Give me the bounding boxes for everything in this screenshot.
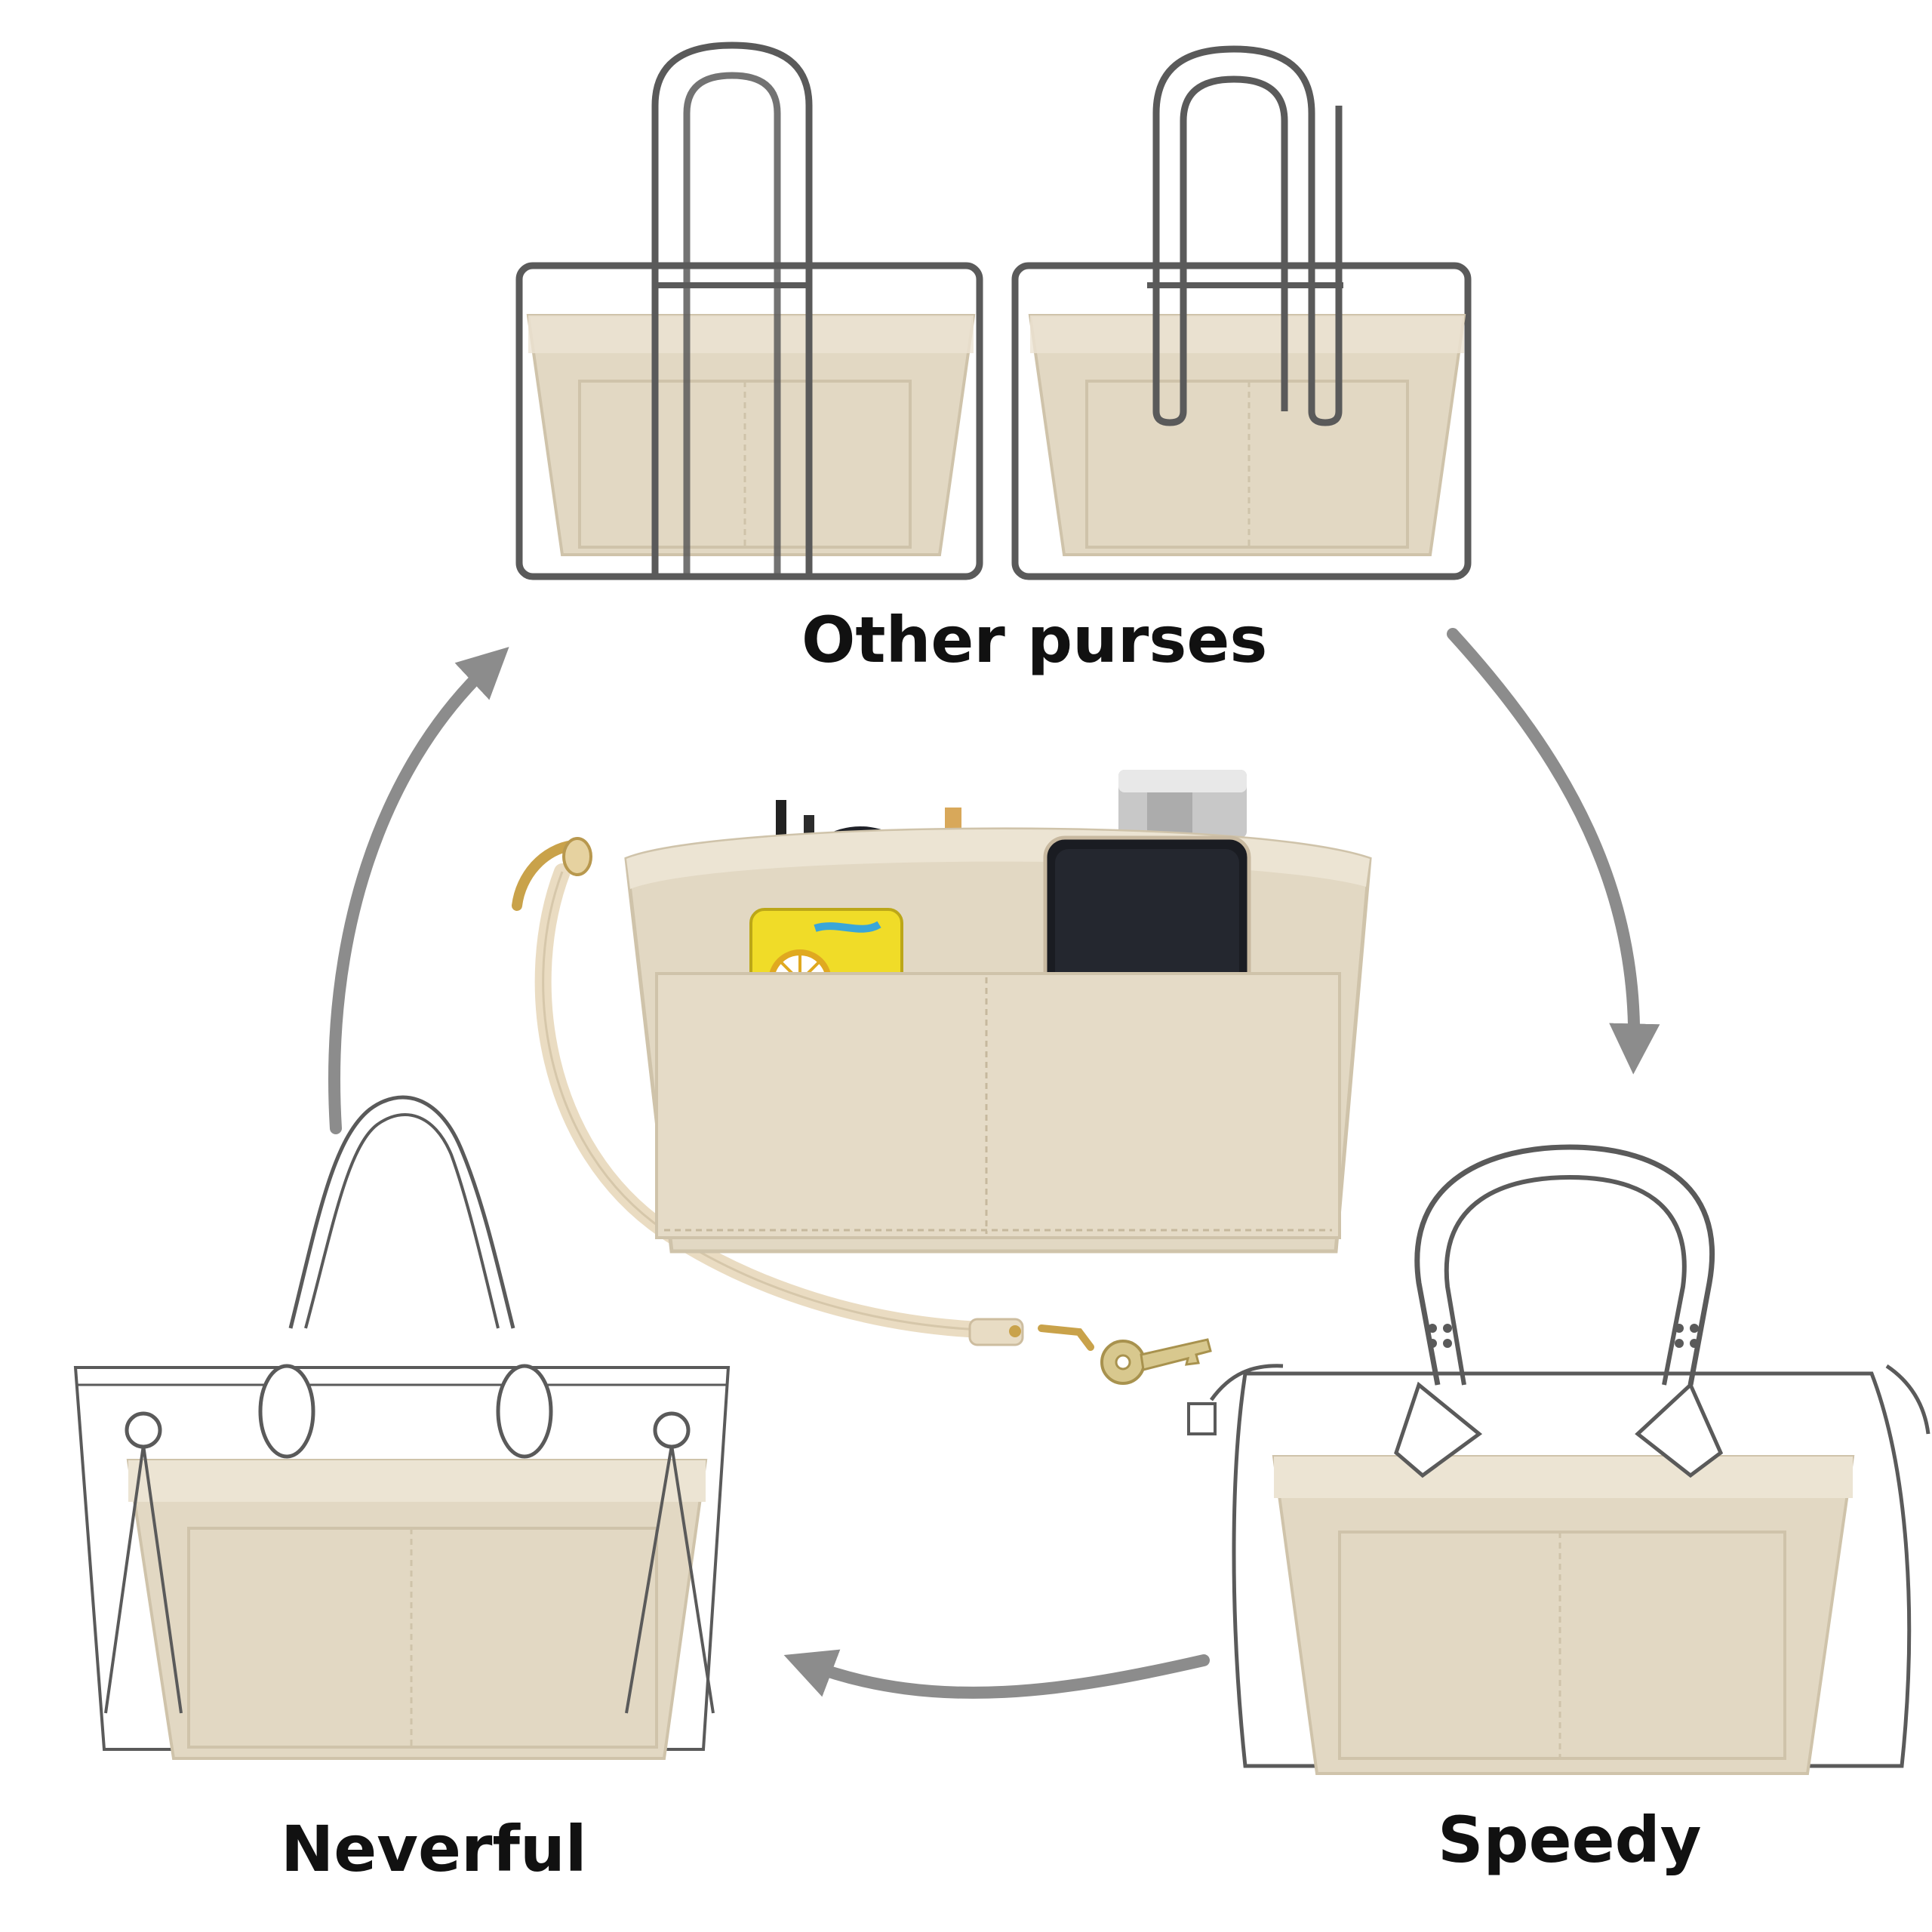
caption-other-purses: Other purses (801, 603, 1268, 677)
tote-bag-outline-left (515, 42, 983, 580)
curved-arrow-icon (783, 1649, 1210, 1699)
front-pocket (655, 972, 1341, 1239)
cycle-arrows (328, 628, 1660, 1699)
curved-arrow-icon (328, 647, 509, 1134)
caption-speedy: Speedy (1438, 1803, 1702, 1877)
speedy-bag-outline (1187, 1144, 1930, 1775)
caption-neverful: Neverful (281, 1812, 587, 1886)
curved-arrow-icon (1447, 628, 1660, 1075)
key-icon (1100, 1338, 1212, 1385)
tote-bag-outline-right (1011, 45, 1472, 580)
neverful-bag-outline (73, 1095, 731, 1760)
felt-organizer-insert (1272, 1455, 1855, 1775)
center-organizer-photo (512, 770, 1372, 1385)
felt-organizer-insert (126, 1459, 708, 1760)
